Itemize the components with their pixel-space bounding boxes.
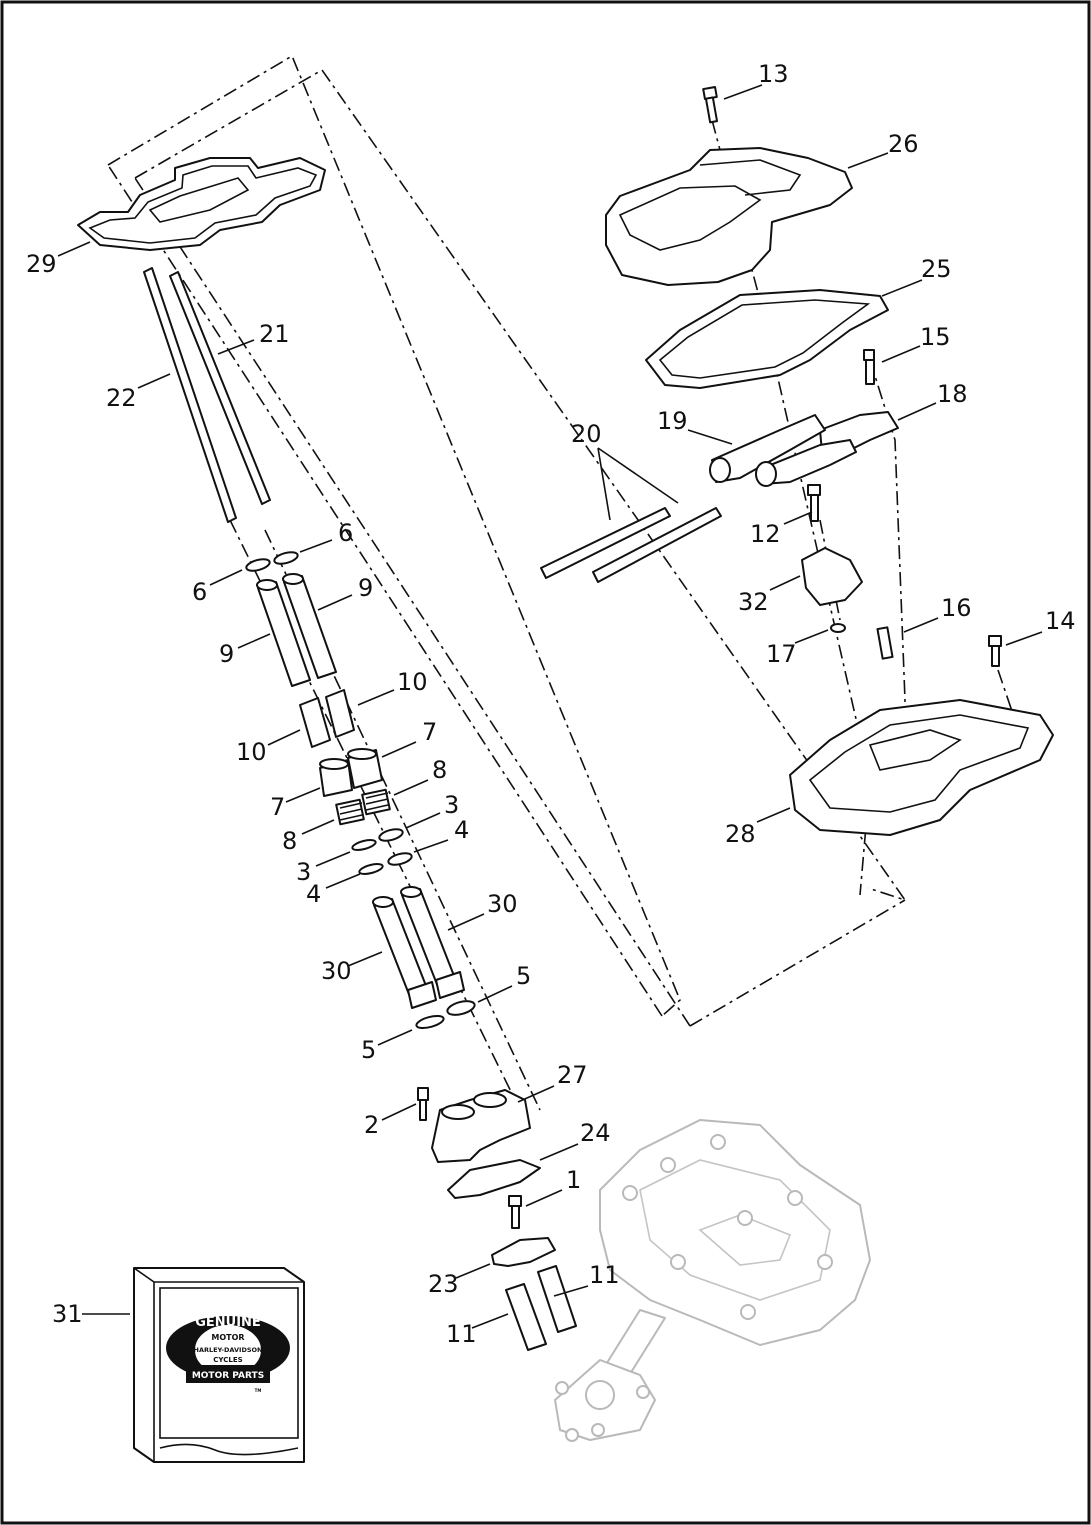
springs-8: [335, 788, 391, 826]
bolt-12: [807, 484, 821, 522]
callout-32: 32: [738, 588, 769, 616]
bolt-14: [988, 635, 1002, 667]
callout-9-left: 9: [219, 640, 234, 668]
oring-5a: [415, 1014, 445, 1030]
callout-28: 28: [725, 820, 756, 848]
callout-16: 16: [941, 594, 972, 622]
screw-1: [508, 1195, 522, 1229]
oring-6b: [273, 551, 299, 565]
logo-tm-text: TM: [255, 1388, 262, 1393]
logo-motor-parts-text: MOTOR PARTS: [192, 1371, 264, 1381]
callout-1: 1: [566, 1166, 581, 1194]
callout-17: 17: [766, 640, 797, 668]
pushrod-tubes-9: [256, 573, 337, 687]
callout-21: 21: [259, 320, 290, 348]
anti-rotation-23: [491, 1237, 556, 1267]
oring-5b: [446, 1000, 476, 1016]
gasket-29: [77, 157, 326, 251]
clips-10: [299, 689, 355, 748]
dowel-16: [876, 626, 894, 660]
rocker-arms-19: [709, 414, 857, 487]
logo-brand-text: HARLEY-DAVIDSON: [194, 1346, 263, 1354]
callout-10-left: 10: [236, 738, 267, 766]
washer-4b: [387, 852, 413, 866]
callout-30-left: 30: [321, 957, 352, 985]
washer-3b: [378, 828, 404, 842]
callout-20: 20: [571, 420, 602, 448]
callout-5-right: 5: [516, 962, 531, 990]
callout-labels: 13 26 25 15 18 19 20 12 32 16 14 17 28 2…: [26, 60, 1076, 1348]
logo-genuine-text: GENUINE: [195, 1315, 261, 1330]
callout-3-right: 3: [444, 791, 459, 819]
callout-4-right: 4: [454, 816, 469, 844]
callout-3-left: 3: [296, 858, 311, 886]
washer-4a: [358, 863, 384, 875]
callout-13: 13: [758, 60, 789, 88]
callout-19: 19: [657, 407, 688, 435]
callout-26: 26: [888, 130, 919, 158]
engine-outline-illustration: [554, 1119, 871, 1442]
callout-15: 15: [920, 323, 951, 351]
callout-6-right: 6: [338, 519, 353, 547]
rocker-cover-26: [605, 147, 853, 286]
callout-5-left: 5: [361, 1036, 376, 1064]
leader-lines: [57, 84, 1043, 1329]
callout-7-left: 7: [270, 793, 285, 821]
callout-6-left: 6: [192, 578, 207, 606]
rocker-shafts-20: [540, 507, 722, 583]
lifters-11: [505, 1265, 577, 1351]
callout-31: 31: [52, 1300, 83, 1328]
callout-4-left: 4: [306, 880, 321, 908]
callout-8-left: 8: [282, 827, 297, 855]
oring-6a: [245, 558, 271, 572]
logo-motor-text: MOTOR: [211, 1333, 244, 1342]
screw-2: [417, 1087, 429, 1121]
washer-3a: [351, 839, 377, 851]
callout-12: 12: [750, 520, 781, 548]
callout-27: 27: [557, 1061, 588, 1089]
gasket-25: [645, 289, 889, 389]
callout-8-right: 8: [432, 756, 447, 784]
callout-2: 2: [364, 1111, 379, 1139]
callout-25: 25: [921, 255, 952, 283]
genuine-parts-box-31: GENUINE MOTOR HARLEY-DAVIDSON CYCLES MOT…: [133, 1267, 305, 1463]
callout-30-right: 30: [487, 890, 518, 918]
pushrods: [143, 267, 271, 523]
breather-32: [801, 547, 863, 606]
callout-24: 24: [580, 1119, 611, 1147]
oring-17: [830, 623, 846, 633]
lifter-cover-27: [431, 1089, 531, 1163]
bolt-13: [702, 86, 719, 124]
pushrod-tubes-30: [372, 886, 465, 1009]
callout-7-right: 7: [422, 718, 437, 746]
stud-15: [863, 349, 875, 385]
rocker-housing-28: [789, 699, 1054, 836]
assembly-outline-left: [107, 54, 908, 1027]
callout-23: 23: [428, 1270, 459, 1298]
callout-22: 22: [106, 384, 137, 412]
callout-9-right: 9: [358, 574, 373, 602]
callout-14: 14: [1045, 607, 1076, 635]
logo-cycles-text: CYCLES: [213, 1356, 242, 1364]
gasket-24: [447, 1159, 541, 1199]
callout-10-right: 10: [397, 668, 428, 696]
callout-18: 18: [937, 380, 968, 408]
cups-7: [319, 748, 383, 797]
callout-11-right: 11: [589, 1261, 620, 1289]
callout-11-left: 11: [446, 1320, 477, 1348]
callout-29: 29: [26, 250, 57, 278]
